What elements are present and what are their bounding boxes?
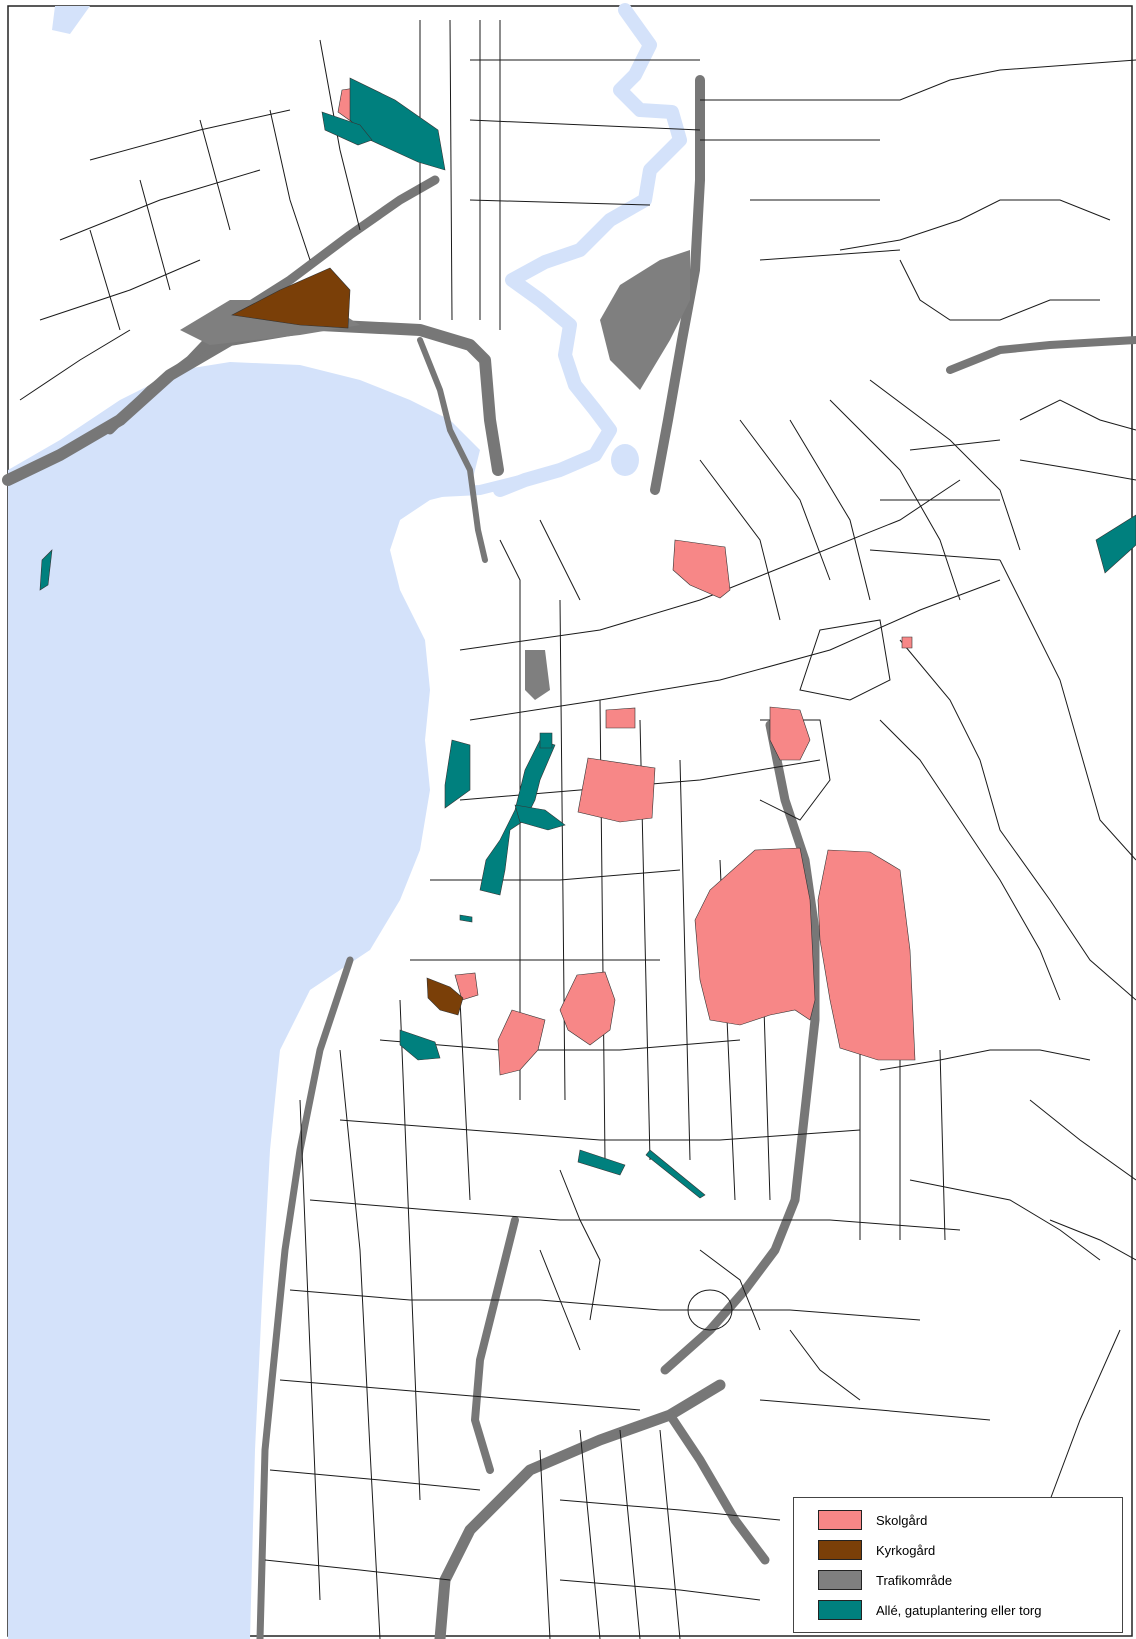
legend-swatch-cemetery	[818, 1540, 862, 1560]
roads-major	[2, 75, 1136, 1639]
legend-item-cemetery: Kyrkogård	[818, 1538, 935, 1562]
legend-item-traffic-area: Trafikområde	[818, 1568, 952, 1592]
legend-label-avenue: Allé, gatuplantering eller torg	[876, 1602, 1042, 1618]
legend-swatch-avenue	[818, 1600, 862, 1620]
streets	[19, 19, 1136, 1639]
lake-inlet	[8, 470, 130, 690]
cemeteries	[231, 267, 464, 1016]
lake	[8, 362, 480, 1639]
pond-top-left	[52, 6, 90, 34]
legend-swatch-traffic-area	[818, 1570, 862, 1590]
map-legend: Skolgård Kyrkogård Trafikområde Allé, ga…	[793, 1497, 1123, 1633]
legend-item-avenue: Allé, gatuplantering eller torg	[818, 1598, 1042, 1622]
small-pond	[611, 444, 639, 476]
legend-swatch-school-yard	[818, 1510, 862, 1530]
avenues	[39, 77, 1136, 1199]
legend-item-school-yard: Skolgård	[818, 1508, 927, 1532]
legend-label-traffic-area: Trafikområde	[876, 1572, 953, 1588]
legend-label-cemetery: Kyrkogård	[876, 1542, 936, 1558]
river	[493, 3, 687, 497]
legend-label-school-yard: Skolgård	[876, 1512, 928, 1528]
river-outlet	[439, 475, 522, 497]
